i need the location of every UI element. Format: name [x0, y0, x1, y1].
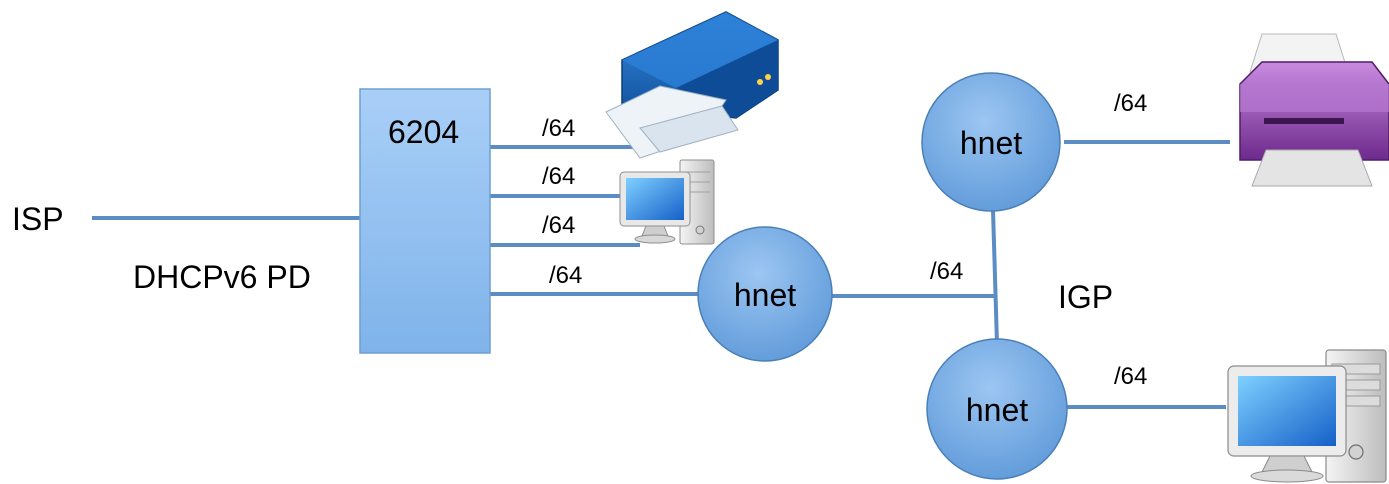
isp-label: ISP — [12, 201, 64, 237]
prefix-label: /64 — [542, 212, 575, 239]
hnet-top-label: hnet — [960, 125, 1022, 161]
prefix-label: /64 — [1114, 90, 1147, 117]
igp-label: IGP — [1058, 279, 1113, 315]
prefix-label: /64 — [542, 115, 575, 142]
hnet-node-bottom: hnet — [926, 338, 1068, 480]
desktop-computer-icon — [1227, 349, 1387, 483]
hnet-node-top: hnet — [921, 72, 1061, 212]
router-label: 6204 — [388, 114, 459, 150]
prefix-label: /64 — [549, 262, 582, 289]
prefix-label: /64 — [1114, 363, 1147, 390]
printer-icon — [1239, 33, 1389, 187]
hnet-bottom-label: hnet — [966, 392, 1028, 428]
prefix-label: /64 — [930, 258, 963, 285]
hnet-center-label: hnet — [734, 277, 796, 313]
dhcp-label: DHCPv6 PD — [133, 259, 311, 295]
igp-vertical-link — [991, 209, 999, 345]
desktop-computer-icon — [619, 159, 715, 245]
printer-icon — [605, 11, 779, 159]
prefix-label: /64 — [542, 163, 575, 190]
hnet-node-center: hnet — [697, 226, 833, 362]
router-box — [359, 88, 491, 354]
connection-lines — [92, 140, 1230, 409]
